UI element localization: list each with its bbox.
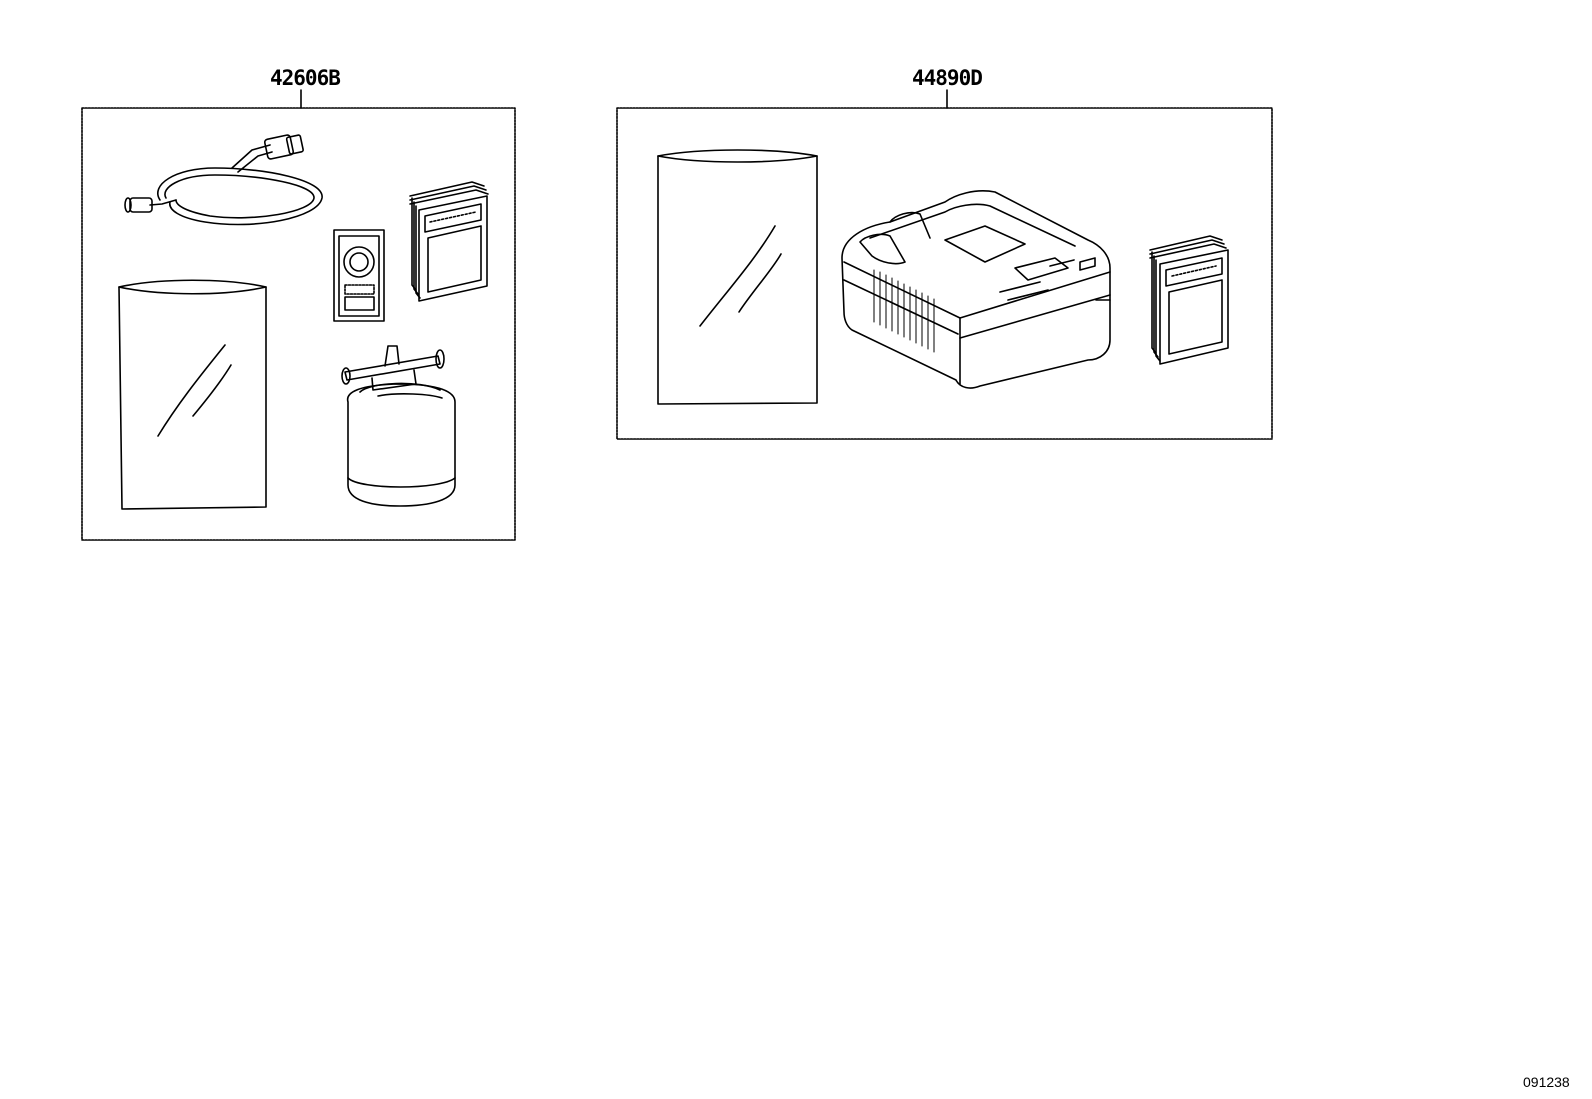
figure-id: 091238 (1523, 1074, 1570, 1090)
hose-icon (124, 134, 323, 226)
kit-44890d-part-number: 44890D (912, 66, 983, 90)
plastic-bag-icon (657, 149, 818, 405)
sealant-bottle-icon (341, 345, 456, 507)
kit-42606b-part-number: 42606B (270, 66, 341, 90)
manual-icon (1149, 235, 1229, 365)
kit-42606b-box (81, 107, 516, 541)
plastic-bag-icon (118, 279, 267, 510)
label-card-icon (333, 229, 385, 322)
kit-42606b-group (81, 89, 516, 541)
kit-44890d-box (616, 107, 1273, 440)
air-compressor-icon (841, 190, 1111, 389)
manual-icon (409, 181, 489, 302)
kit-44890d-group (616, 89, 1273, 440)
